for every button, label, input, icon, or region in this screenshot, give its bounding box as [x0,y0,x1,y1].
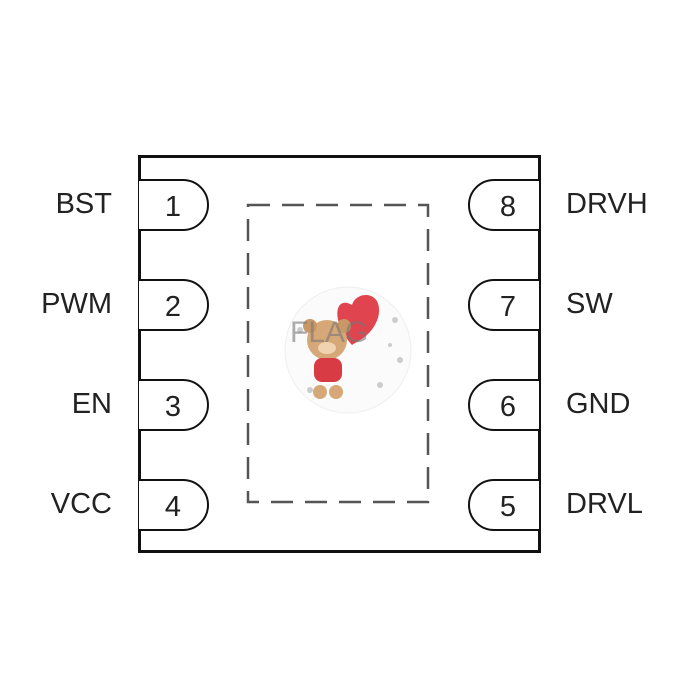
pin-1-pad [139,179,209,231]
pin-3-pad [139,379,209,431]
pin-8-pad [468,179,539,231]
pin-5-name: DRVL [566,488,643,520]
exposed-pad-outline [246,203,430,504]
flag-label: FLAG [290,316,368,349]
pin-7-number: 7 [500,291,516,323]
pin-1-name: BST [55,188,112,220]
pin-2-name: PWM [41,288,112,320]
pin-7-pad [468,279,539,331]
pin-1-number: 1 [165,191,181,223]
pin-7-name: SW [566,288,613,320]
pin-4-number: 4 [165,491,181,523]
pin-2-number: 2 [165,291,181,323]
pin-3-number: 3 [165,391,181,423]
pin-4-pad [139,479,209,531]
pin-8-name: DRVH [566,188,648,220]
pin-5-number: 5 [500,491,516,523]
pin-3-name: EN [71,388,112,420]
bear-logo: FLAG [284,286,412,414]
pin-6-name: GND [566,388,631,420]
pin-8-number: 8 [500,191,516,223]
pin-6-pad [468,379,539,431]
pin-5-pad [468,479,539,531]
pin-6-number: 6 [500,391,516,423]
pin-4-name: VCC [50,488,112,520]
pin-2-pad [139,279,209,331]
